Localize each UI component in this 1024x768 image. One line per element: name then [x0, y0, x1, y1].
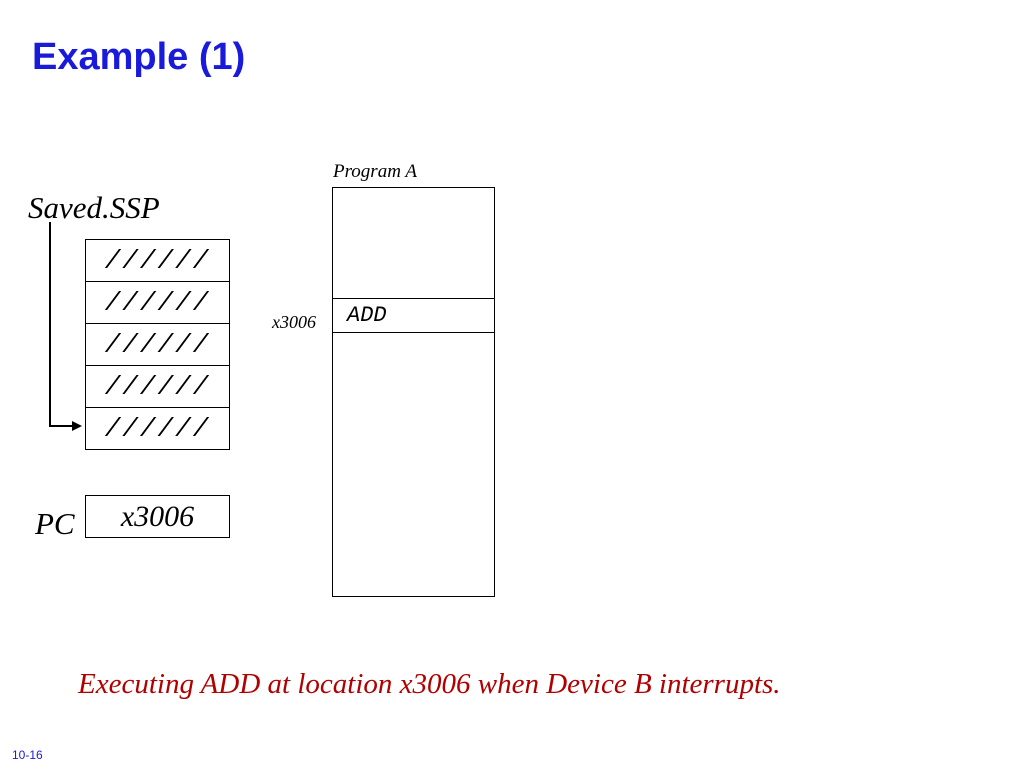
supervisor-stack: ////// ////// ////// ////// ////// — [85, 239, 230, 450]
stack-cell: ////// — [85, 365, 230, 408]
instruction-row: ADD — [332, 298, 495, 333]
slide-number: 10-16 — [12, 748, 43, 762]
ssp-pointer-arrowhead — [72, 421, 82, 431]
saved-ssp-label: Saved.SSP — [28, 190, 160, 225]
program-label: Program A — [333, 161, 417, 182]
pc-register: x3006 — [85, 495, 230, 538]
stack-cell: ////// — [85, 323, 230, 366]
pc-label: PC — [35, 506, 75, 541]
caption: Executing ADD at location x3006 when Dev… — [78, 668, 781, 700]
program-memory — [332, 187, 495, 597]
stack-cell: ////// — [85, 281, 230, 324]
instruction-address: x3006 — [272, 312, 316, 332]
slide-title: Example (1) — [32, 36, 246, 78]
stack-cell: ////// — [85, 407, 230, 450]
ssp-pointer-line — [49, 222, 72, 427]
stack-cell: ////// — [85, 239, 230, 282]
